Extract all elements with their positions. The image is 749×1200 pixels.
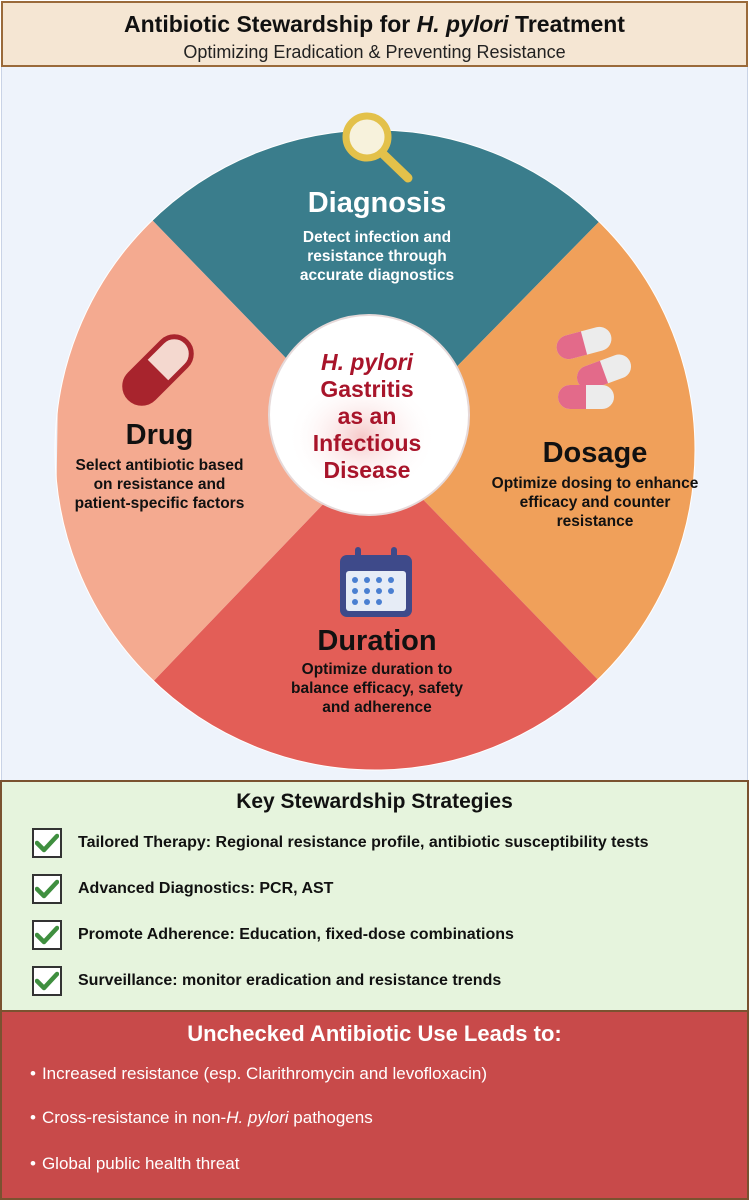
dosage-title: Dosage <box>542 437 648 469</box>
center-line: Disease <box>323 457 411 483</box>
calendar-icon <box>340 547 412 617</box>
dosage-text: Dosage Optimize dosing to enhance effica… <box>470 437 720 531</box>
stewardship-wheel: Diagnosis Detect infection and resistanc… <box>1 67 748 780</box>
strategies-panel: Key Stewardship Strategies Tailored Ther… <box>0 780 749 1012</box>
duration-text: Duration Optimize duration to balance ef… <box>257 625 497 717</box>
center-line: H. pylori <box>320 349 413 375</box>
checkbox-icon <box>32 920 62 950</box>
diagnosis-title: Diagnosis <box>307 187 447 219</box>
dosage-segment <box>375 130 695 770</box>
drug-title: Drug <box>125 419 194 451</box>
duration-desc-line: Optimize duration to <box>301 661 453 678</box>
page-subtitle: Optimizing Eradication & Preventing Resi… <box>183 42 566 62</box>
stomach-icon <box>287 377 437 497</box>
header-banner: Antibiotic Stewardship for H. pylori Tre… <box>1 1 748 67</box>
checkbox-icon <box>32 874 62 904</box>
page-title: Antibiotic Stewardship for H. pylori Tre… <box>124 11 625 37</box>
diagnosis-desc-line: accurate diagnostics <box>299 267 455 284</box>
checkbox-icon <box>32 966 62 996</box>
center-line: as an <box>337 403 397 429</box>
duration-desc-line: and adherence <box>322 699 432 716</box>
pills-icon <box>556 326 632 409</box>
wheel-graphic <box>54 112 696 771</box>
drug-segment <box>55 130 375 770</box>
consequence-item: •Increased resistance (esp. Clarithromyc… <box>30 1064 487 1083</box>
bullet-icon: • <box>30 1064 36 1083</box>
capsule-icon <box>122 334 194 406</box>
strategy-item: Surveillance: monitor eradication and re… <box>32 964 501 998</box>
magnifier-icon <box>342 112 413 183</box>
consequence-item: •Global public health threat <box>30 1154 240 1173</box>
bullet-icon: • <box>30 1108 36 1127</box>
bullet-icon: • <box>30 1154 36 1173</box>
duration-title: Duration <box>317 625 437 657</box>
consequence-item: •Cross-resistance in non-H. pylori patho… <box>30 1108 373 1127</box>
center-line: Infectious <box>312 430 422 456</box>
strategy-item: Advanced Diagnostics: PCR, AST <box>32 872 333 906</box>
strategy-item: Tailored Therapy: Regional resistance pr… <box>32 826 649 860</box>
unchecked-heading: Unchecked Antibiotic Use Leads to: <box>187 1021 562 1046</box>
duration-desc-line: balance efficacy, safety <box>290 680 464 697</box>
strategy-label: Tailored Therapy: Regional resistance pr… <box>78 834 649 851</box>
dosage-desc-line: resistance <box>556 513 634 530</box>
diagnosis-segment <box>62 130 692 450</box>
unchecked-panel: Unchecked Antibiotic Use Leads to: •Incr… <box>0 1012 749 1200</box>
strategy-label: Advanced Diagnostics: PCR, AST <box>78 880 334 897</box>
checkbox-icon <box>32 828 62 858</box>
strategies-heading: Key Stewardship Strategies <box>236 790 513 813</box>
diagnosis-desc-line: Detect infection and <box>302 229 452 246</box>
drug-desc-line: on resistance and <box>93 476 226 493</box>
duration-segment <box>55 450 695 770</box>
strategy-item: Promote Adherence: Education, fixed-dose… <box>32 918 514 952</box>
center-label: H. pylori Gastritis as an Infectious Dis… <box>277 349 457 484</box>
drug-text: Drug Select antibiotic based on resistan… <box>52 419 267 513</box>
center-line: Gastritis <box>320 376 414 402</box>
drug-desc-line: patient-specific factors <box>74 495 245 512</box>
strategy-label: Promote Adherence: Education, fixed-dose… <box>78 926 514 943</box>
dosage-desc-line: efficacy and counter <box>519 494 671 511</box>
drug-desc-line: Select antibiotic based <box>75 457 244 474</box>
strategy-label: Surveillance: monitor eradication and re… <box>78 972 502 989</box>
diagnosis-desc-line: resistance through <box>307 248 447 265</box>
dosage-desc-line: Optimize dosing to enhance <box>491 475 699 492</box>
diagnosis-text: Diagnosis Detect infection and resistanc… <box>262 187 492 285</box>
